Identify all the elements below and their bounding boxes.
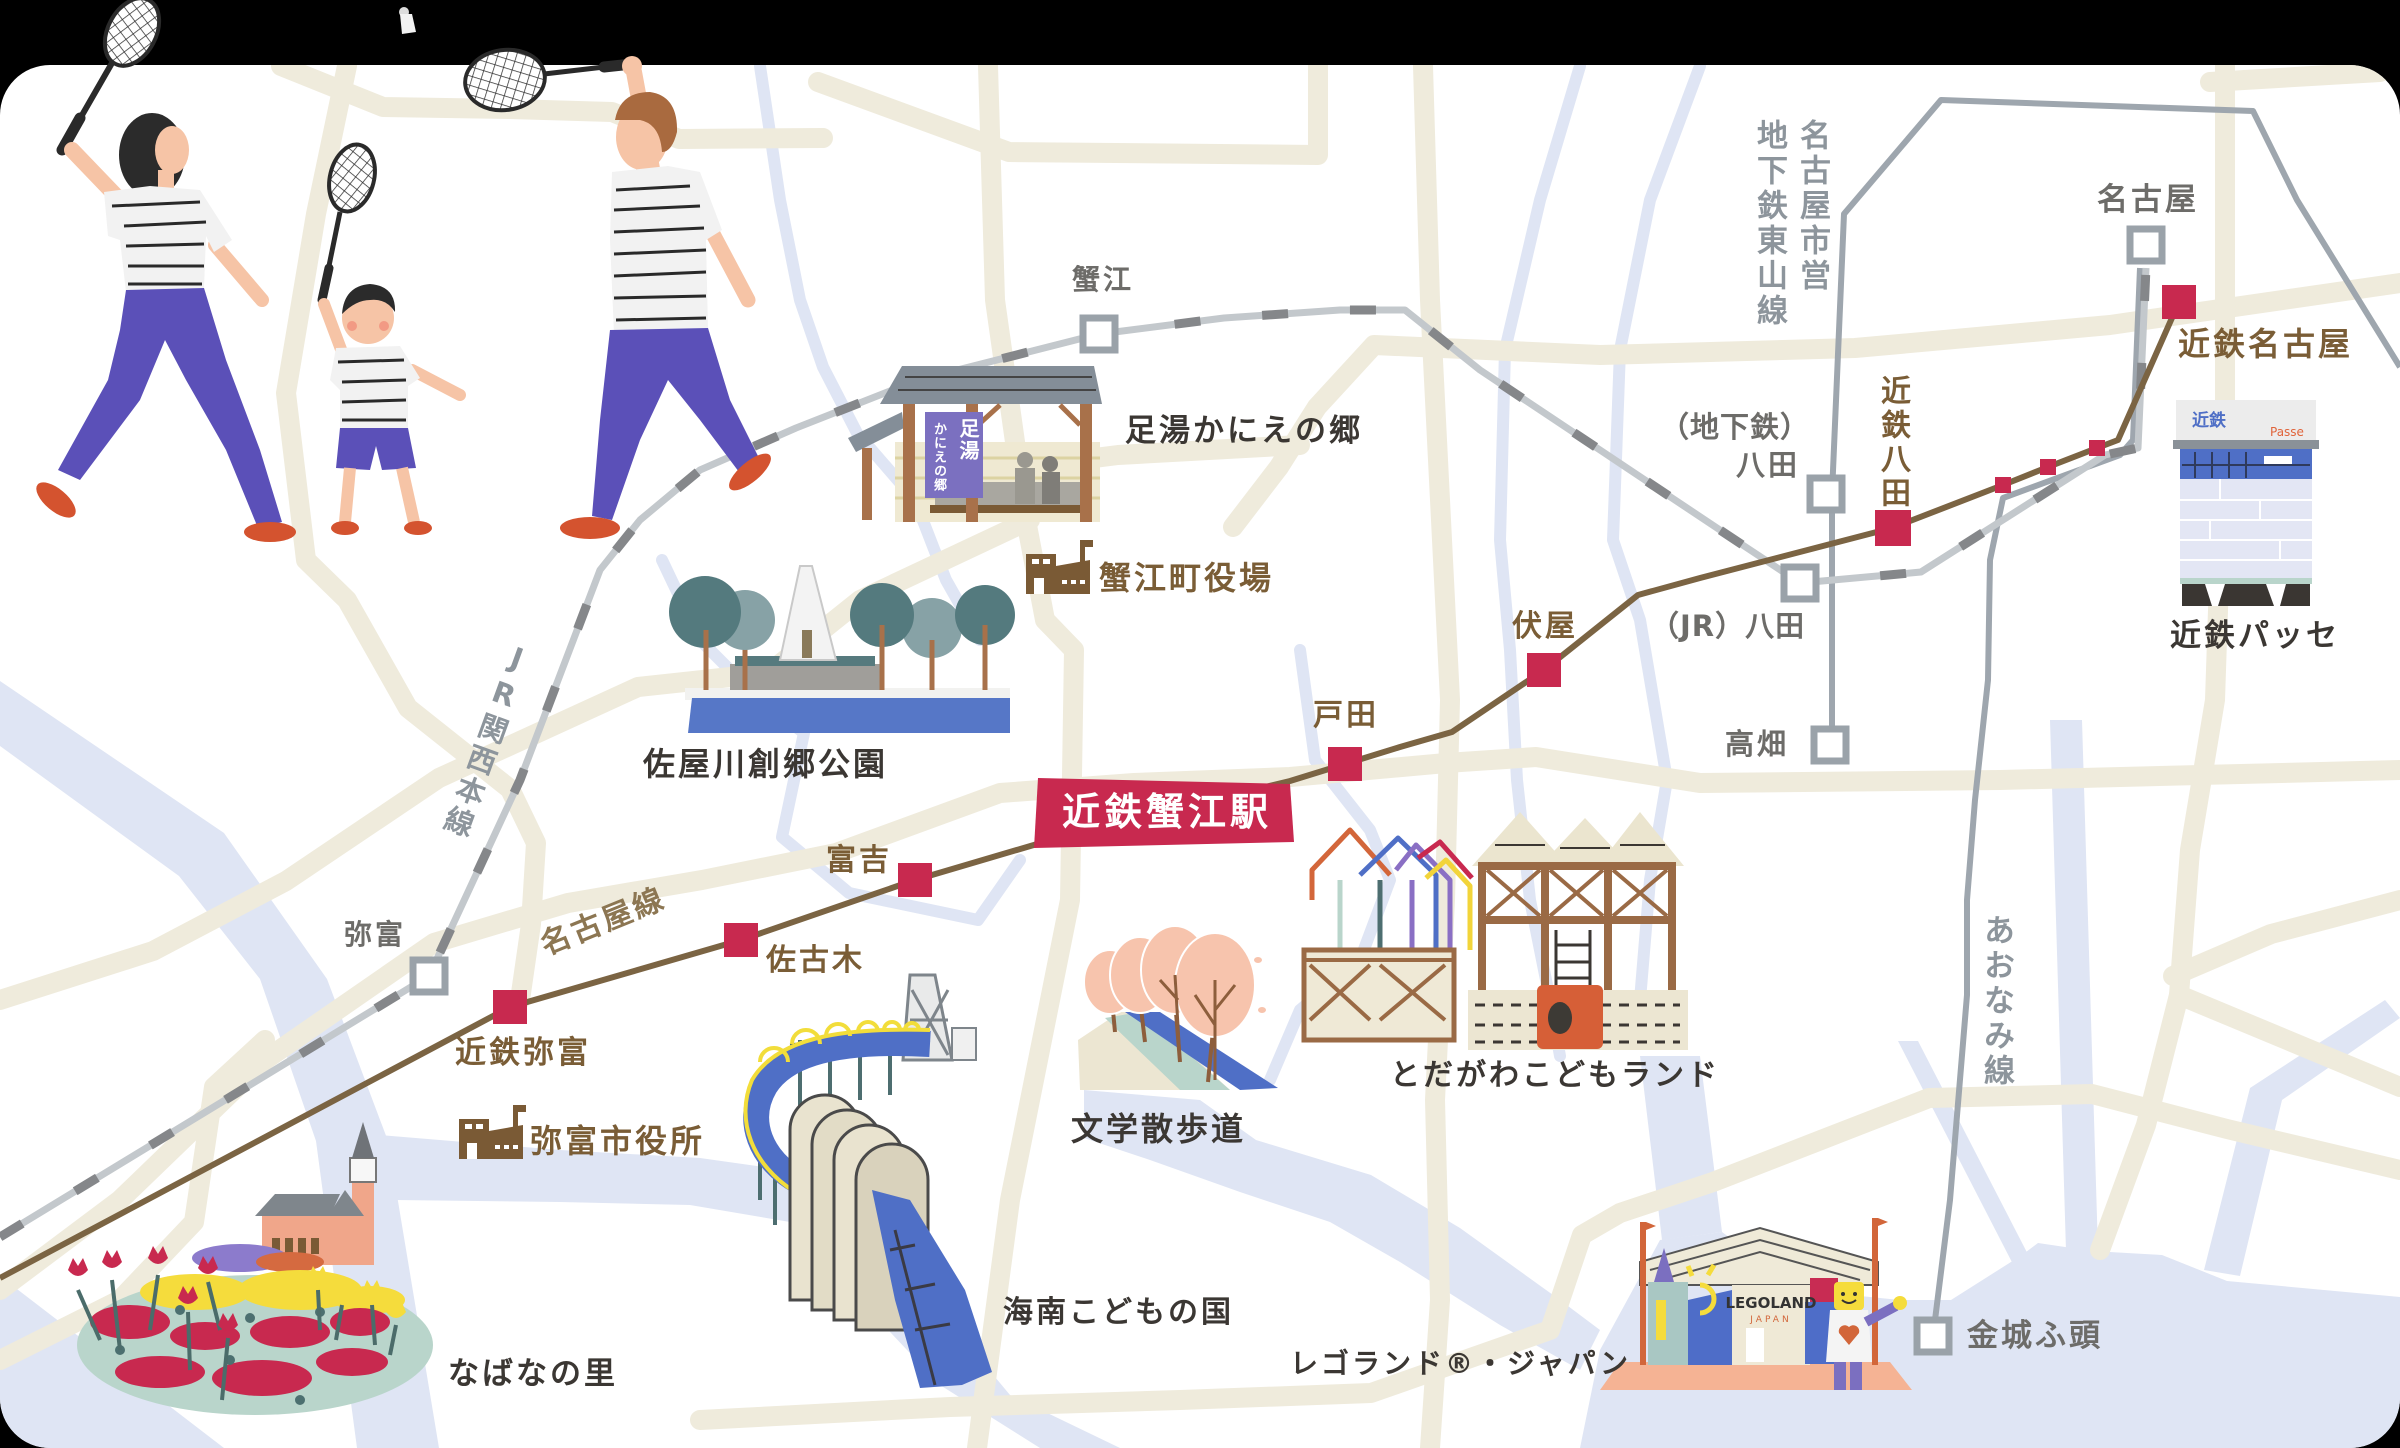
station-marker-kintetsu-hatta [1875,510,1911,546]
map-base [0,65,2400,1448]
kintetsu-passe-illustration: 近鉄 Passe [2173,400,2319,606]
passe-brand-text: Passe [2270,425,2304,439]
station-label-yatomi: 弥富 [344,918,407,951]
line-label-higashiyama-1: 名古屋市営 [1794,119,1830,294]
station-label-tomiyoshi: 富吉 [826,843,892,878]
landmark-label-kainan: 海南こどもの国 [1003,1295,1234,1330]
station-label-sakogi: 佐古木 [766,943,865,978]
station-marker-takabata [1810,725,1850,765]
station-marker-sakogi [724,923,758,957]
child-figure [317,142,466,535]
station-label-kanie: 蟹江 [1072,263,1135,296]
station-label-subway-hatta: 八田 [1736,448,1801,482]
legoland-japan-illustration: LEGOLAND JAPAN [1600,1218,1912,1390]
station-marker-kintetsu-yatomi [493,990,527,1024]
station-marker-minor-2 [2040,459,2056,475]
mother-figure [36,0,296,542]
station-label-kintetsu-nagoya: 近鉄名古屋 [2178,325,2354,363]
station-label-kintetsu-hatta: 近鉄八田 [1875,375,1910,511]
landmark-label-passe: 近鉄パッセ [2170,618,2340,654]
ashiyu-banner-text-1: 足湯 [956,418,980,462]
kintetsu-nagoya-line [0,300,2182,1281]
sayagawa-park-illustration [669,565,1015,733]
landmark-label-bungaku: 文学散歩道 [1071,1110,1247,1148]
ashiyu-banner-text-2: かにえの郷 [931,422,946,492]
landmark-label-nabana: なばなの里 [448,1356,618,1392]
station-marker-kinjo-futo [1913,1316,1953,1356]
station-label-takabata: 高畑 [1725,727,1790,761]
lego-minifig [1826,1282,1907,1390]
station-label-nagoya: 名古屋 [2097,182,2199,218]
station-label-jr-hatta: （JR）八田 [1650,609,1806,643]
station-marker-kanie [1079,314,1119,354]
family-badminton-illustration [36,0,771,542]
nabana-no-sato-illustration [68,1122,433,1415]
line-label-aonami: あおなみ線 [1978,914,2014,1089]
station-marker-tomiyoshi [898,863,932,897]
station-label-kinjo-futo: 金城ふ頭 [1967,1318,2103,1354]
todagawa-kodomo-land-illustration [1301,812,1688,1050]
jr-subway-station-markers [409,225,2166,1356]
station-marker-yatomi [409,956,449,996]
kainan-kodomo-no-kuni-illustration [743,973,992,1388]
line-label-higashiyama-2: 地下鉄東山線 [1751,119,1787,329]
legoland-logo-text: LEGOLAND [1725,1294,1816,1312]
station-label-kintetsu-yatomi: 近鉄弥富 [455,1035,591,1071]
landmark-label-ashiyu: 足湯かにえの郷 [1125,413,1363,449]
station-marker-kintetsu-nagoya [2162,285,2196,319]
passe-logo-text: 近鉄 [2192,410,2226,431]
station-marker-fushiya [1527,653,1561,687]
landmark-label-yatomi-city-hall: 弥富市役所 [530,1122,706,1160]
ashiyu-footbath-illustration [848,366,1102,522]
kintetsu-station-markers [493,285,2196,1024]
station-label-fushiya: 伏屋 [1512,609,1578,644]
station-marker-nagoya [2126,225,2166,265]
station-marker-toda [1328,747,1362,781]
kintetsu-kanie-station-badge [1034,778,1294,848]
station-marker-minor-3 [2089,440,2105,456]
station-label-toda: 戸田 [1313,698,1379,733]
station-marker-subway-hatta [1806,474,1846,514]
station-label-subway-prefix: （地下鉄） [1660,410,1811,444]
landmark-label-todagawa: とだがわこどもランド [1390,1058,1720,1093]
landmark-label-kanie-town-hall: 蟹江町役場 [1099,559,1275,597]
landmark-label-sayagawa-park: 佐屋川創郷公園 [643,745,889,783]
father-figure [463,47,771,539]
station-marker-jr-hatta [1780,563,1820,603]
bungaku-walk-illustration [1078,925,1278,1090]
legoland-sub-text: JAPAN [1749,1315,1791,1325]
ashiyu-banner [925,412,983,498]
jr-kansai-line [0,267,2151,1241]
station-label-kintetsu-kanie: 近鉄蟹江駅 [1062,790,1273,834]
station-marker-minor-1 [1995,477,2011,493]
landmark-label-legoland: レゴランド®・ジャパン [1290,1347,1632,1380]
